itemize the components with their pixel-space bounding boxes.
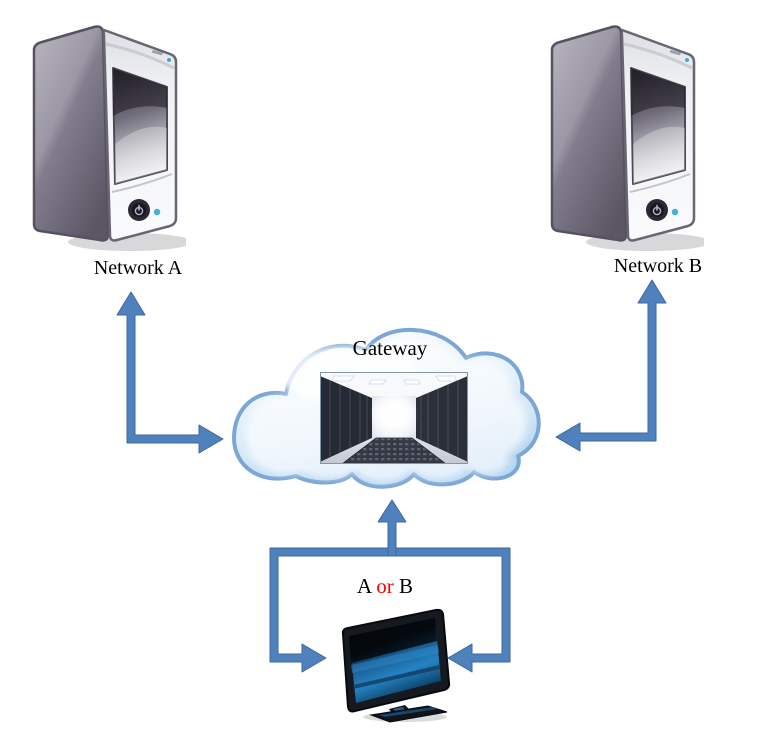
network-b-label: Network B (613, 255, 703, 277)
server-tower-icon (550, 25, 704, 251)
datacenter-photo (320, 372, 468, 464)
network-a-label: Network A (93, 257, 183, 279)
client-label: A or B (315, 574, 455, 598)
connector-network-b-to-cloud (555, 279, 667, 452)
gateway-label: Gateway (352, 336, 428, 360)
connector-network-a-to-cloud (116, 291, 224, 454)
server-tower-icon (32, 25, 186, 251)
monitor-icon (341, 608, 451, 723)
client-label-or: or (376, 574, 394, 598)
client-label-b: B (399, 574, 414, 598)
client-to-cloud-arrow (377, 499, 407, 557)
client-label-a: A (356, 574, 371, 598)
